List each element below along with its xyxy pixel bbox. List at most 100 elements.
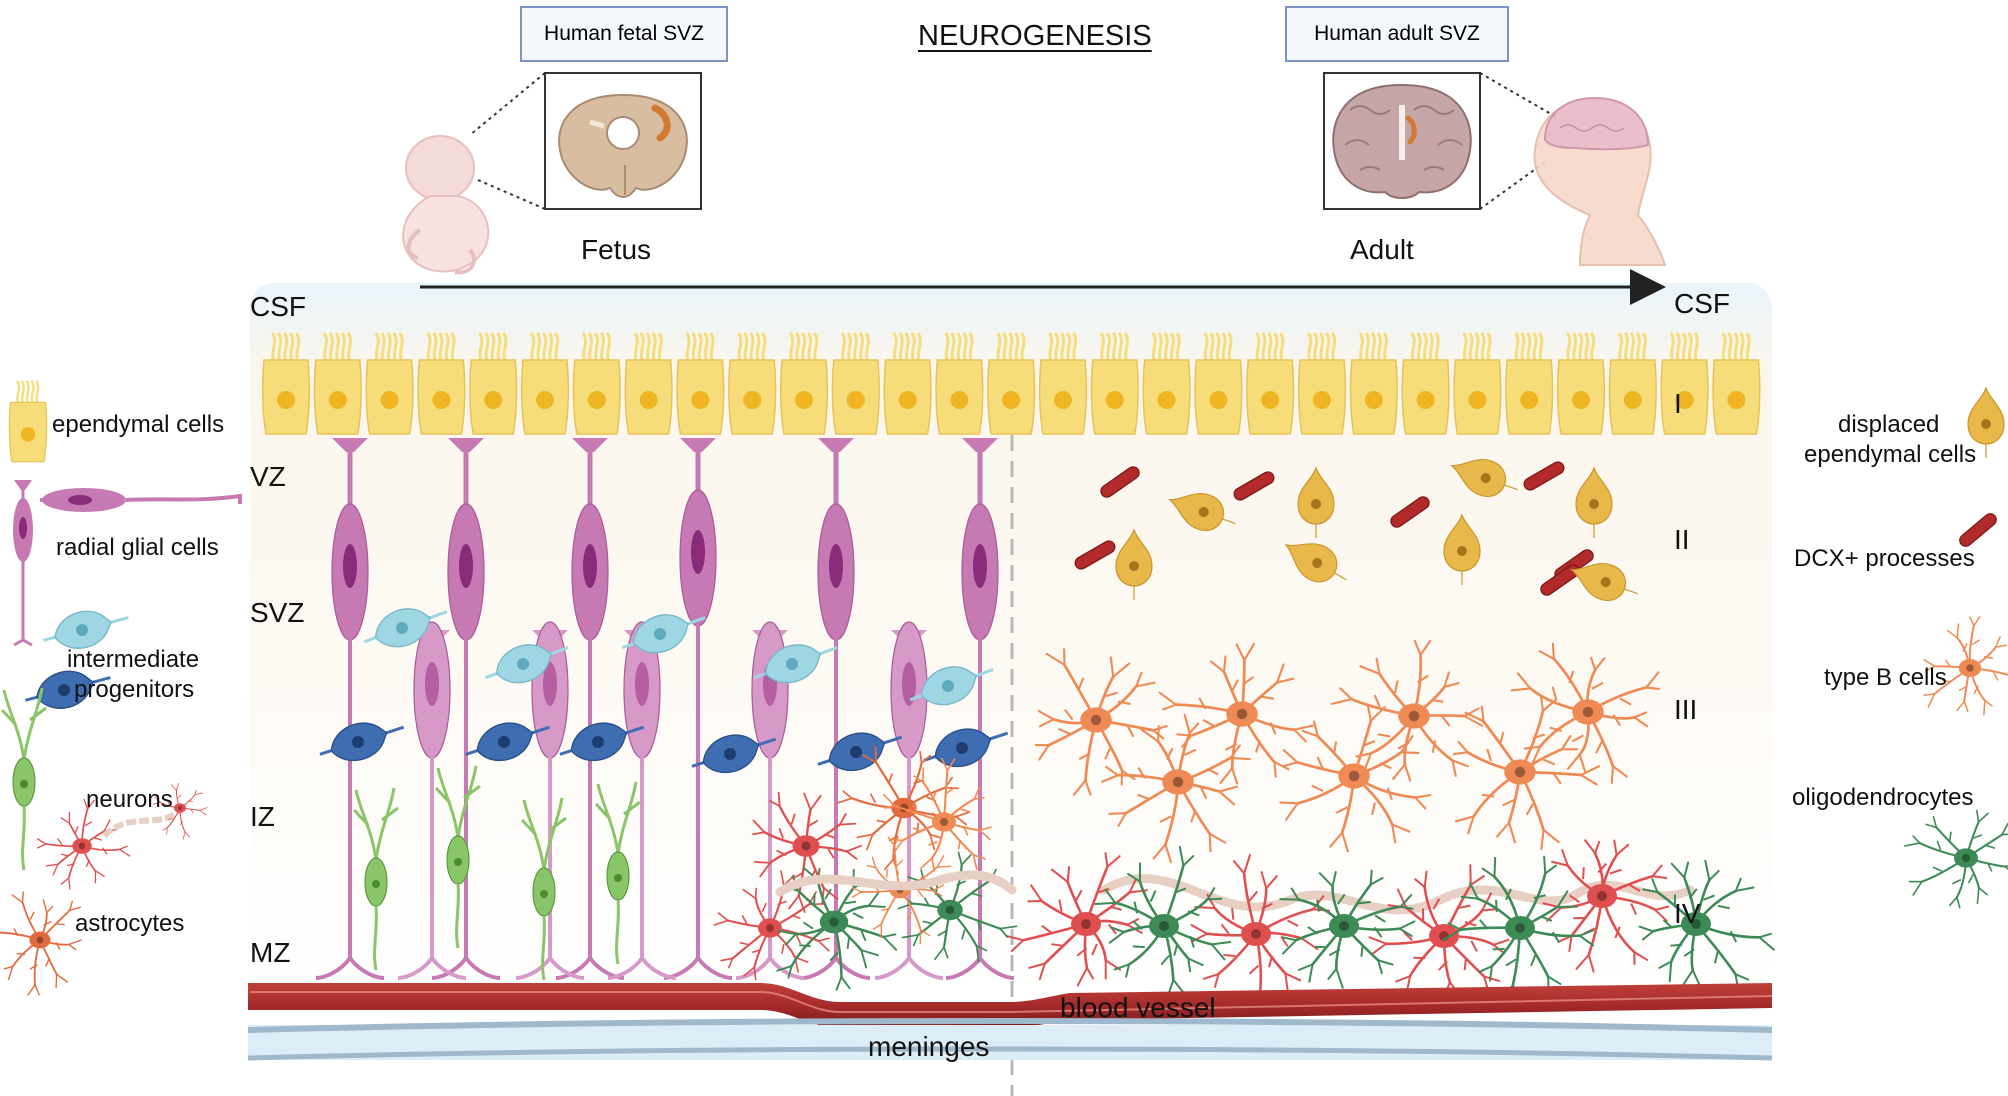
legend-ependymal-label: ependymal cells — [52, 411, 225, 438]
oligodendrocyte-cell — [1442, 855, 1595, 999]
layer-iii: III — [1674, 694, 1698, 725]
dcx-process — [1523, 461, 1565, 491]
blood-vessel-label: blood vessel — [1060, 992, 1216, 1023]
fetal-svz-cells — [315, 438, 1018, 991]
legend-dcx-label: DCX+ processes — [1794, 545, 1975, 572]
dcx-process — [1540, 564, 1580, 596]
layer-ii-cells — [1074, 458, 1638, 602]
astrocyte-cell — [836, 746, 971, 875]
legend-oligodendrocyte-icon — [1904, 809, 2008, 909]
intermediate-progenitor-light — [363, 608, 448, 648]
astrocyte-cell — [883, 757, 992, 872]
ependymal-cell — [779, 332, 829, 435]
displaced-ependymal-cell — [1450, 458, 1518, 498]
page-title: NEUROGENESIS — [918, 20, 1152, 52]
type-b-cell — [1279, 703, 1432, 853]
displaced-ependymal-cell — [1297, 466, 1335, 538]
oligodendrocyte-cell — [1094, 845, 1232, 999]
ependymal-cell — [1712, 332, 1761, 435]
ependymal-cell — [676, 332, 725, 435]
ependymal-cell — [1297, 332, 1347, 435]
ependymal-cell — [987, 332, 1036, 435]
radial-glial-cell — [663, 438, 733, 980]
type-b-cell — [1034, 648, 1168, 796]
ependymal-cell — [1349, 332, 1398, 435]
type-b-cell — [1452, 695, 1601, 851]
radial-glial-cell — [315, 438, 385, 980]
radial-glial-cell — [431, 438, 501, 980]
legend-type-b-icon — [1923, 616, 2008, 716]
displaced-ependymal-cell — [1575, 466, 1613, 538]
type-b-cell — [1158, 642, 1314, 785]
ependymal-cell — [520, 332, 570, 435]
ependymal-cell — [365, 332, 414, 435]
ependymal-cell — [1401, 332, 1450, 435]
zone-iz: IZ — [250, 801, 275, 832]
dcx-process — [1959, 513, 1997, 547]
ependymal-cell — [883, 332, 932, 435]
legend-oligodendrocytes-label: oligodendrocytes — [1792, 784, 1974, 811]
blood-vessel-structure — [248, 983, 1773, 1028]
neuron-cell — [0, 687, 47, 871]
ependymal-cell — [8, 380, 48, 463]
oligodendrocyte-cell — [1638, 859, 1775, 990]
intermediate-progenitor-light — [621, 614, 706, 654]
intermediate-progenitor-light — [42, 610, 129, 649]
red-neuron-cell — [1005, 852, 1148, 987]
type-b-cell — [1510, 642, 1660, 784]
legend-neuron-icon — [36, 798, 131, 890]
radial-glial-cell — [397, 621, 467, 980]
neuron-cell — [352, 787, 399, 971]
oligodendrocyte-cell — [1279, 869, 1416, 989]
myelinated-axon — [775, 870, 1017, 897]
neuron-cell — [520, 797, 567, 981]
ependymal-cell — [417, 332, 466, 435]
legend-radial-glial-label: radial glial cells — [56, 534, 219, 561]
meninges-label: meninges — [868, 1031, 990, 1062]
legend-neuron-terminal — [152, 783, 208, 840]
intermediate-progenitor-light — [753, 644, 838, 684]
neuron-cell — [594, 781, 641, 965]
dcx-process — [1100, 466, 1140, 498]
intermediate-progenitor-dark — [319, 722, 405, 762]
ependymal-cell — [1038, 332, 1088, 435]
ependymal-cell — [1246, 332, 1295, 435]
legend-neurons-label: neurons — [86, 786, 173, 813]
legend-type-b-label: type B cells — [1824, 664, 1947, 691]
legend-axon — [101, 807, 183, 839]
ependymal-cell — [261, 332, 311, 435]
displaced-ependymal-cell — [1115, 528, 1153, 600]
fetus-illustration — [402, 135, 490, 275]
legend-astrocytes-label: astrocytes — [75, 910, 185, 937]
radial-glial-cell — [945, 438, 1015, 980]
radial-glial-cell — [555, 438, 625, 980]
displaced-ependymal-cell — [1967, 386, 2005, 458]
dcx-process — [1233, 471, 1275, 501]
zone-mz: MZ — [250, 937, 291, 968]
ependymal-cell — [1090, 332, 1139, 435]
ependymal-cell — [728, 332, 777, 435]
panel-background — [250, 283, 1772, 993]
legend-intermediate-label-2: progenitors — [74, 676, 195, 703]
ependymal-cell — [1194, 332, 1243, 435]
adult-brain-inset — [1323, 72, 1559, 210]
ependymal-cell — [1505, 332, 1554, 435]
radial-glial-cell — [874, 621, 944, 980]
adult-svz-box: Human adult SVZ — [1285, 6, 1509, 62]
radial-glial-cell — [607, 621, 677, 980]
intermediate-progenitor-dark — [923, 728, 1009, 768]
dcx-process — [1074, 540, 1116, 570]
ependymal-cell — [469, 332, 518, 435]
layer-ii: II — [1674, 524, 1690, 555]
displaced-ependymal-cell — [1168, 492, 1236, 532]
legend-icons — [0, 380, 2008, 996]
type-b-cell — [1101, 713, 1251, 864]
displaced-ependymal-cell — [1443, 513, 1481, 585]
zone-csf-left: CSF — [250, 291, 306, 322]
fetal-brain-inset — [469, 72, 702, 210]
zone-vz: VZ — [250, 461, 286, 492]
ependymal-cell — [1142, 332, 1191, 435]
displaced-ependymal-cell — [1284, 543, 1347, 583]
intermediate-progenitor-dark — [465, 722, 551, 762]
